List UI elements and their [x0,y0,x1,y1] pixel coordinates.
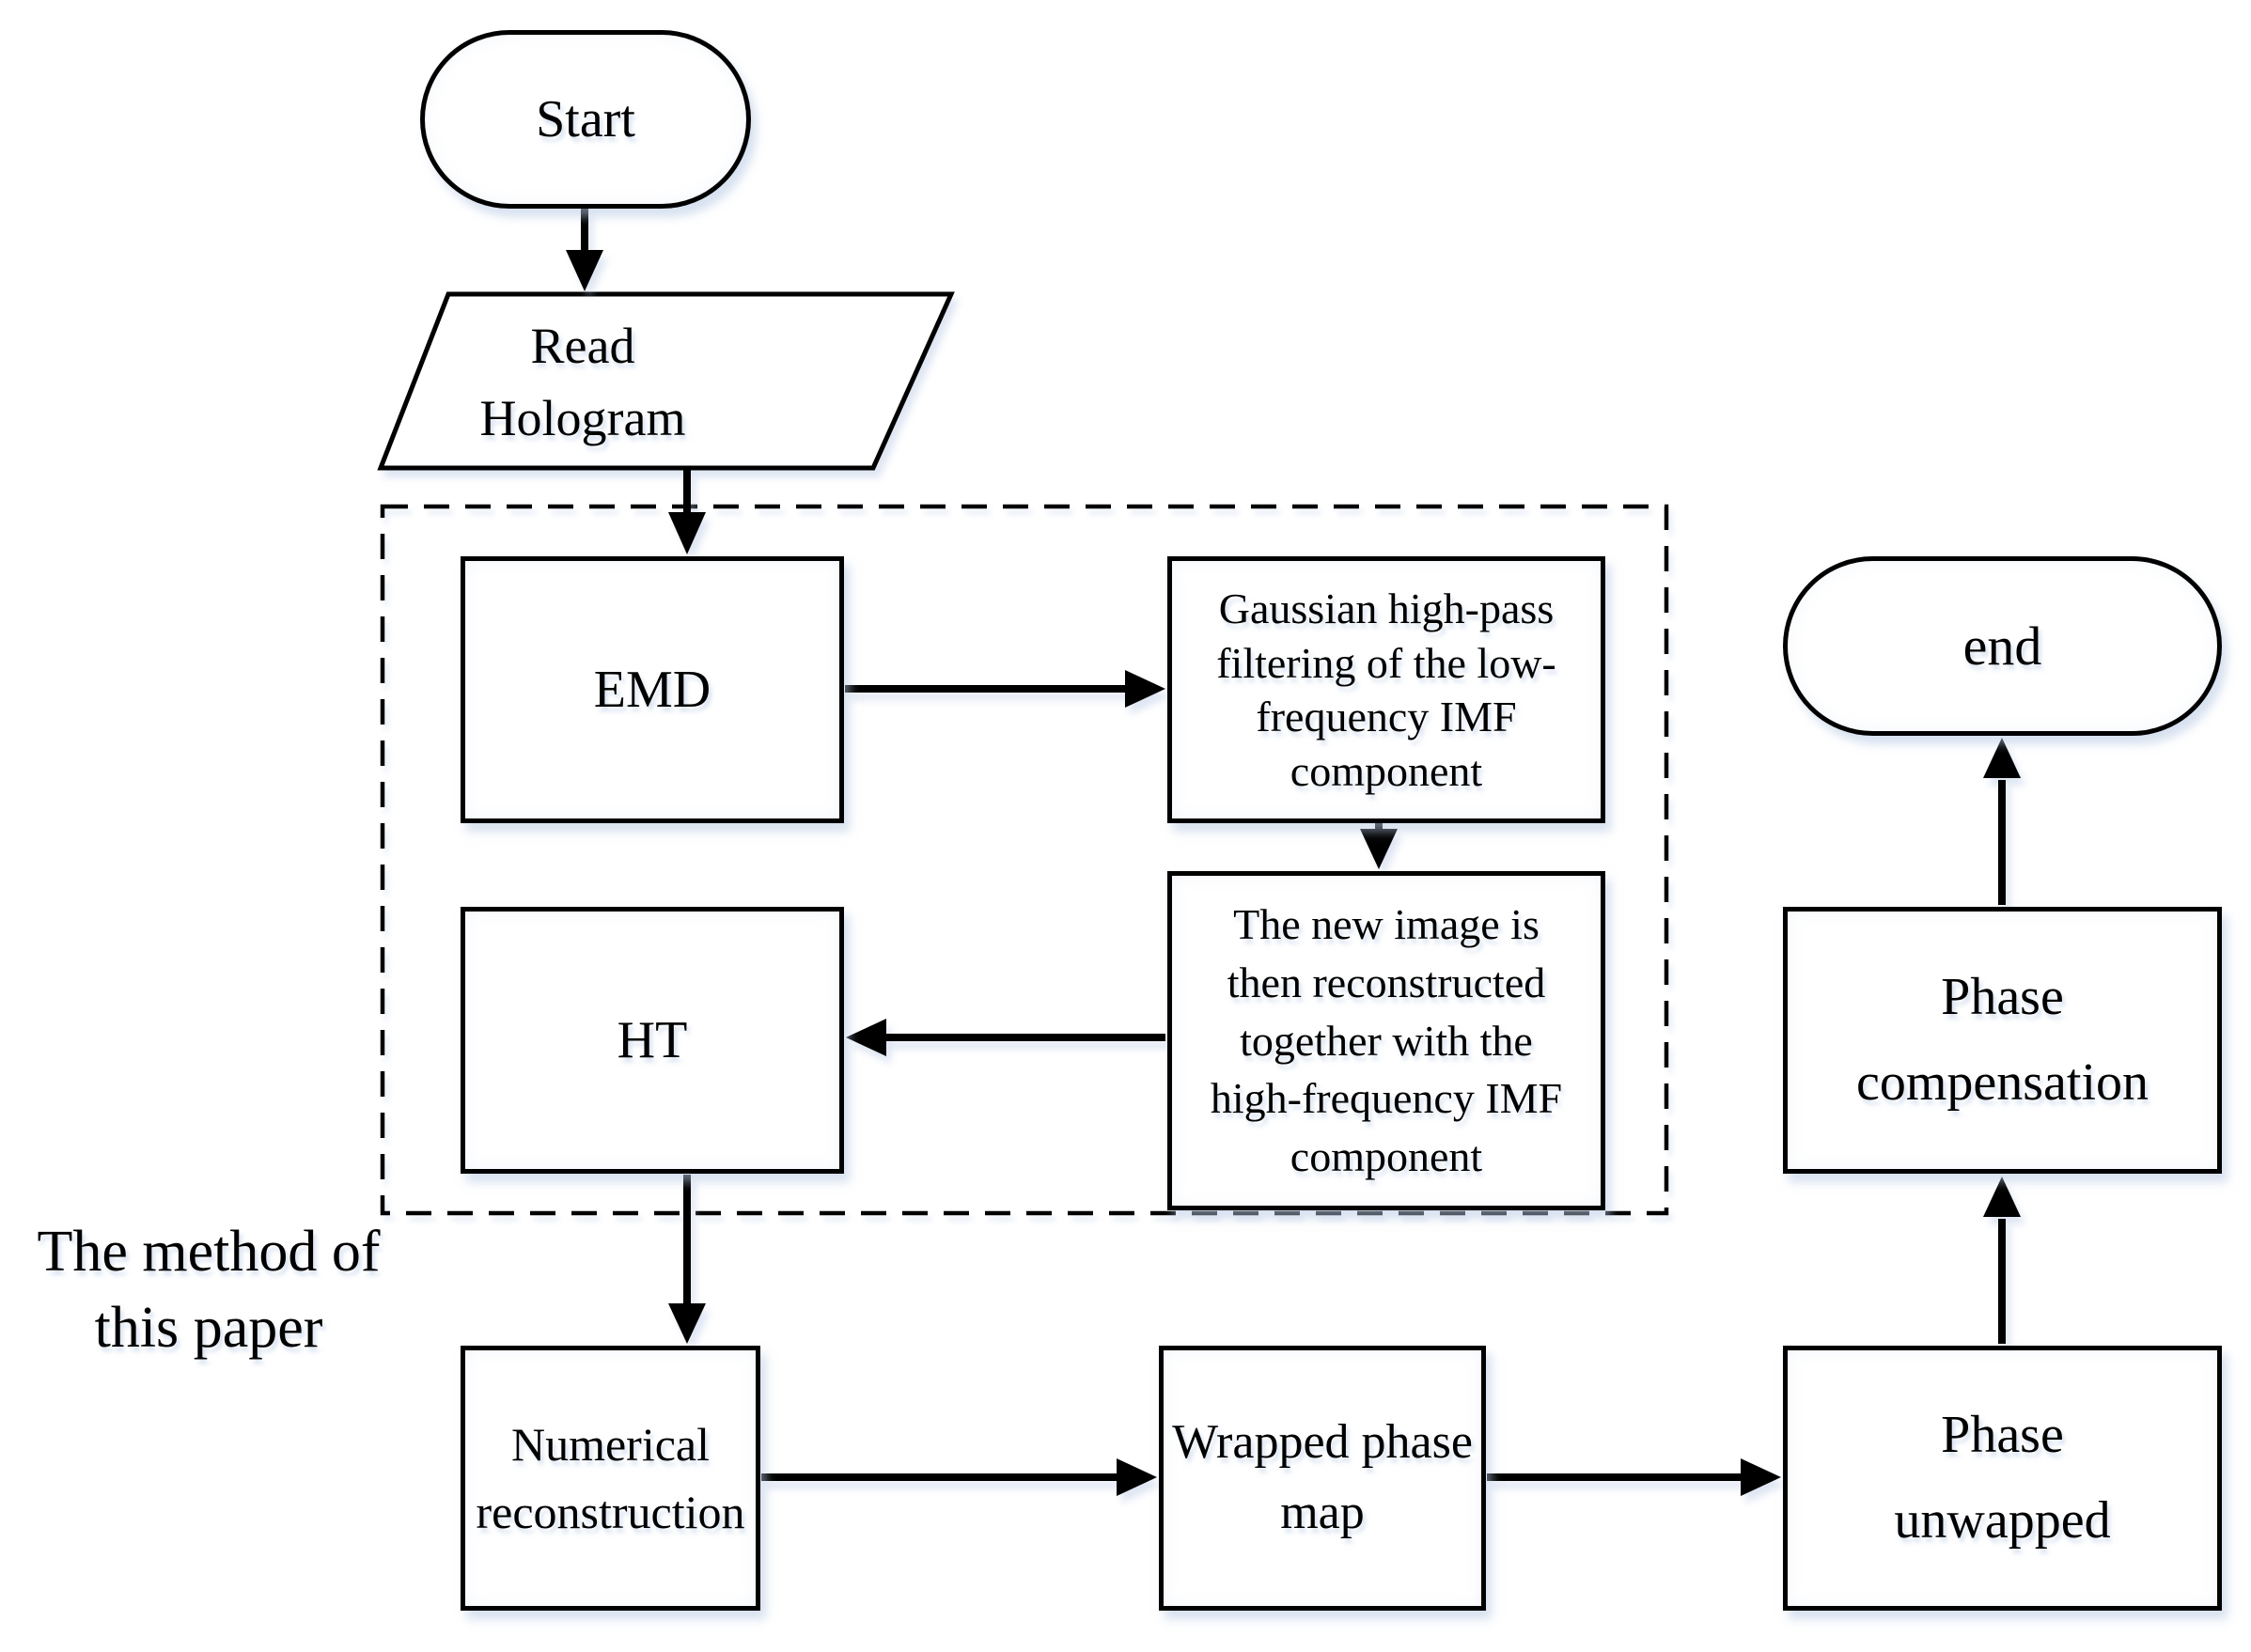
node-label: filtering of the low- [1216,638,1556,687]
node-label: Read [530,318,635,375]
node-gaussian-filter: Gaussian high-pass filtering of the low-… [1167,556,1605,823]
node-start: Start [420,30,751,209]
caption-line: this paper [94,1295,323,1360]
arrow-reconstruct-image-to-ht [846,1019,1165,1056]
read-hologram-shape [377,291,955,471]
node-numerical-reconstruction: Numerical reconstruction [461,1346,760,1611]
node-label: Wrapped phase [1172,1415,1473,1470]
node-emd: EMD [461,556,844,823]
arrow-phase-compensation-to-end [1983,738,2021,905]
node-phase-unwrapped: Phase unwapped [1783,1346,2222,1611]
node-label: Phase [1941,968,2064,1027]
node-reconstruct-image: The new image is then reconstructed toge… [1167,871,1605,1210]
node-label: HT [617,1011,688,1069]
node-label: Hologram [479,390,686,446]
node-label: then reconstructed [1227,958,1546,1007]
arrow-start-to-read-hologram [566,209,603,291]
node-label: high-frequency IMF [1210,1074,1563,1123]
node-label: Gaussian high-pass [1218,584,1555,632]
node-label: component [1290,1131,1483,1180]
node-label: unwapped [1894,1491,2111,1550]
node-label: component [1290,746,1483,795]
node-label: The new image is [1233,900,1540,949]
node-label: together with the [1240,1016,1533,1065]
node-read-hologram: Read Hologram [367,297,799,468]
node-label: compensation [1855,1053,2149,1112]
method-boundary-dashed-box [380,504,1669,1216]
node-end: end [1783,556,2222,736]
node-label: end [1962,616,2042,677]
node-label: Numerical [510,1417,710,1471]
node-ht: HT [461,907,844,1174]
node-label: Start [536,90,635,148]
arrow-emd-to-gaussian-filter [845,670,1165,708]
node-label: map [1280,1486,1365,1539]
side-caption: The method of this paper [9,1214,408,1365]
arrow-read-hologram-to-emd [668,470,706,554]
arrow-gaussian-filter-to-reconstruct-image [1360,820,1398,869]
arrow-numerical-reconstruction-to-wrapped-phase-map [761,1458,1157,1496]
node-label: Phase [1941,1406,2064,1465]
arrow-wrapped-phase-map-to-phase-unwrapped [1487,1458,1781,1496]
node-phase-compensation: Phase compensation [1783,907,2222,1174]
arrow-phase-unwrapped-to-phase-compensation [1983,1177,2021,1344]
arrow-ht-to-numerical-reconstruction [668,1175,706,1344]
caption-line: The method of [37,1220,381,1284]
node-label: frequency IMF [1256,693,1517,740]
node-wrapped-phase-map: Wrapped phase map [1159,1346,1486,1611]
node-label: EMD [593,661,711,719]
node-label: reconstruction [476,1486,745,1538]
